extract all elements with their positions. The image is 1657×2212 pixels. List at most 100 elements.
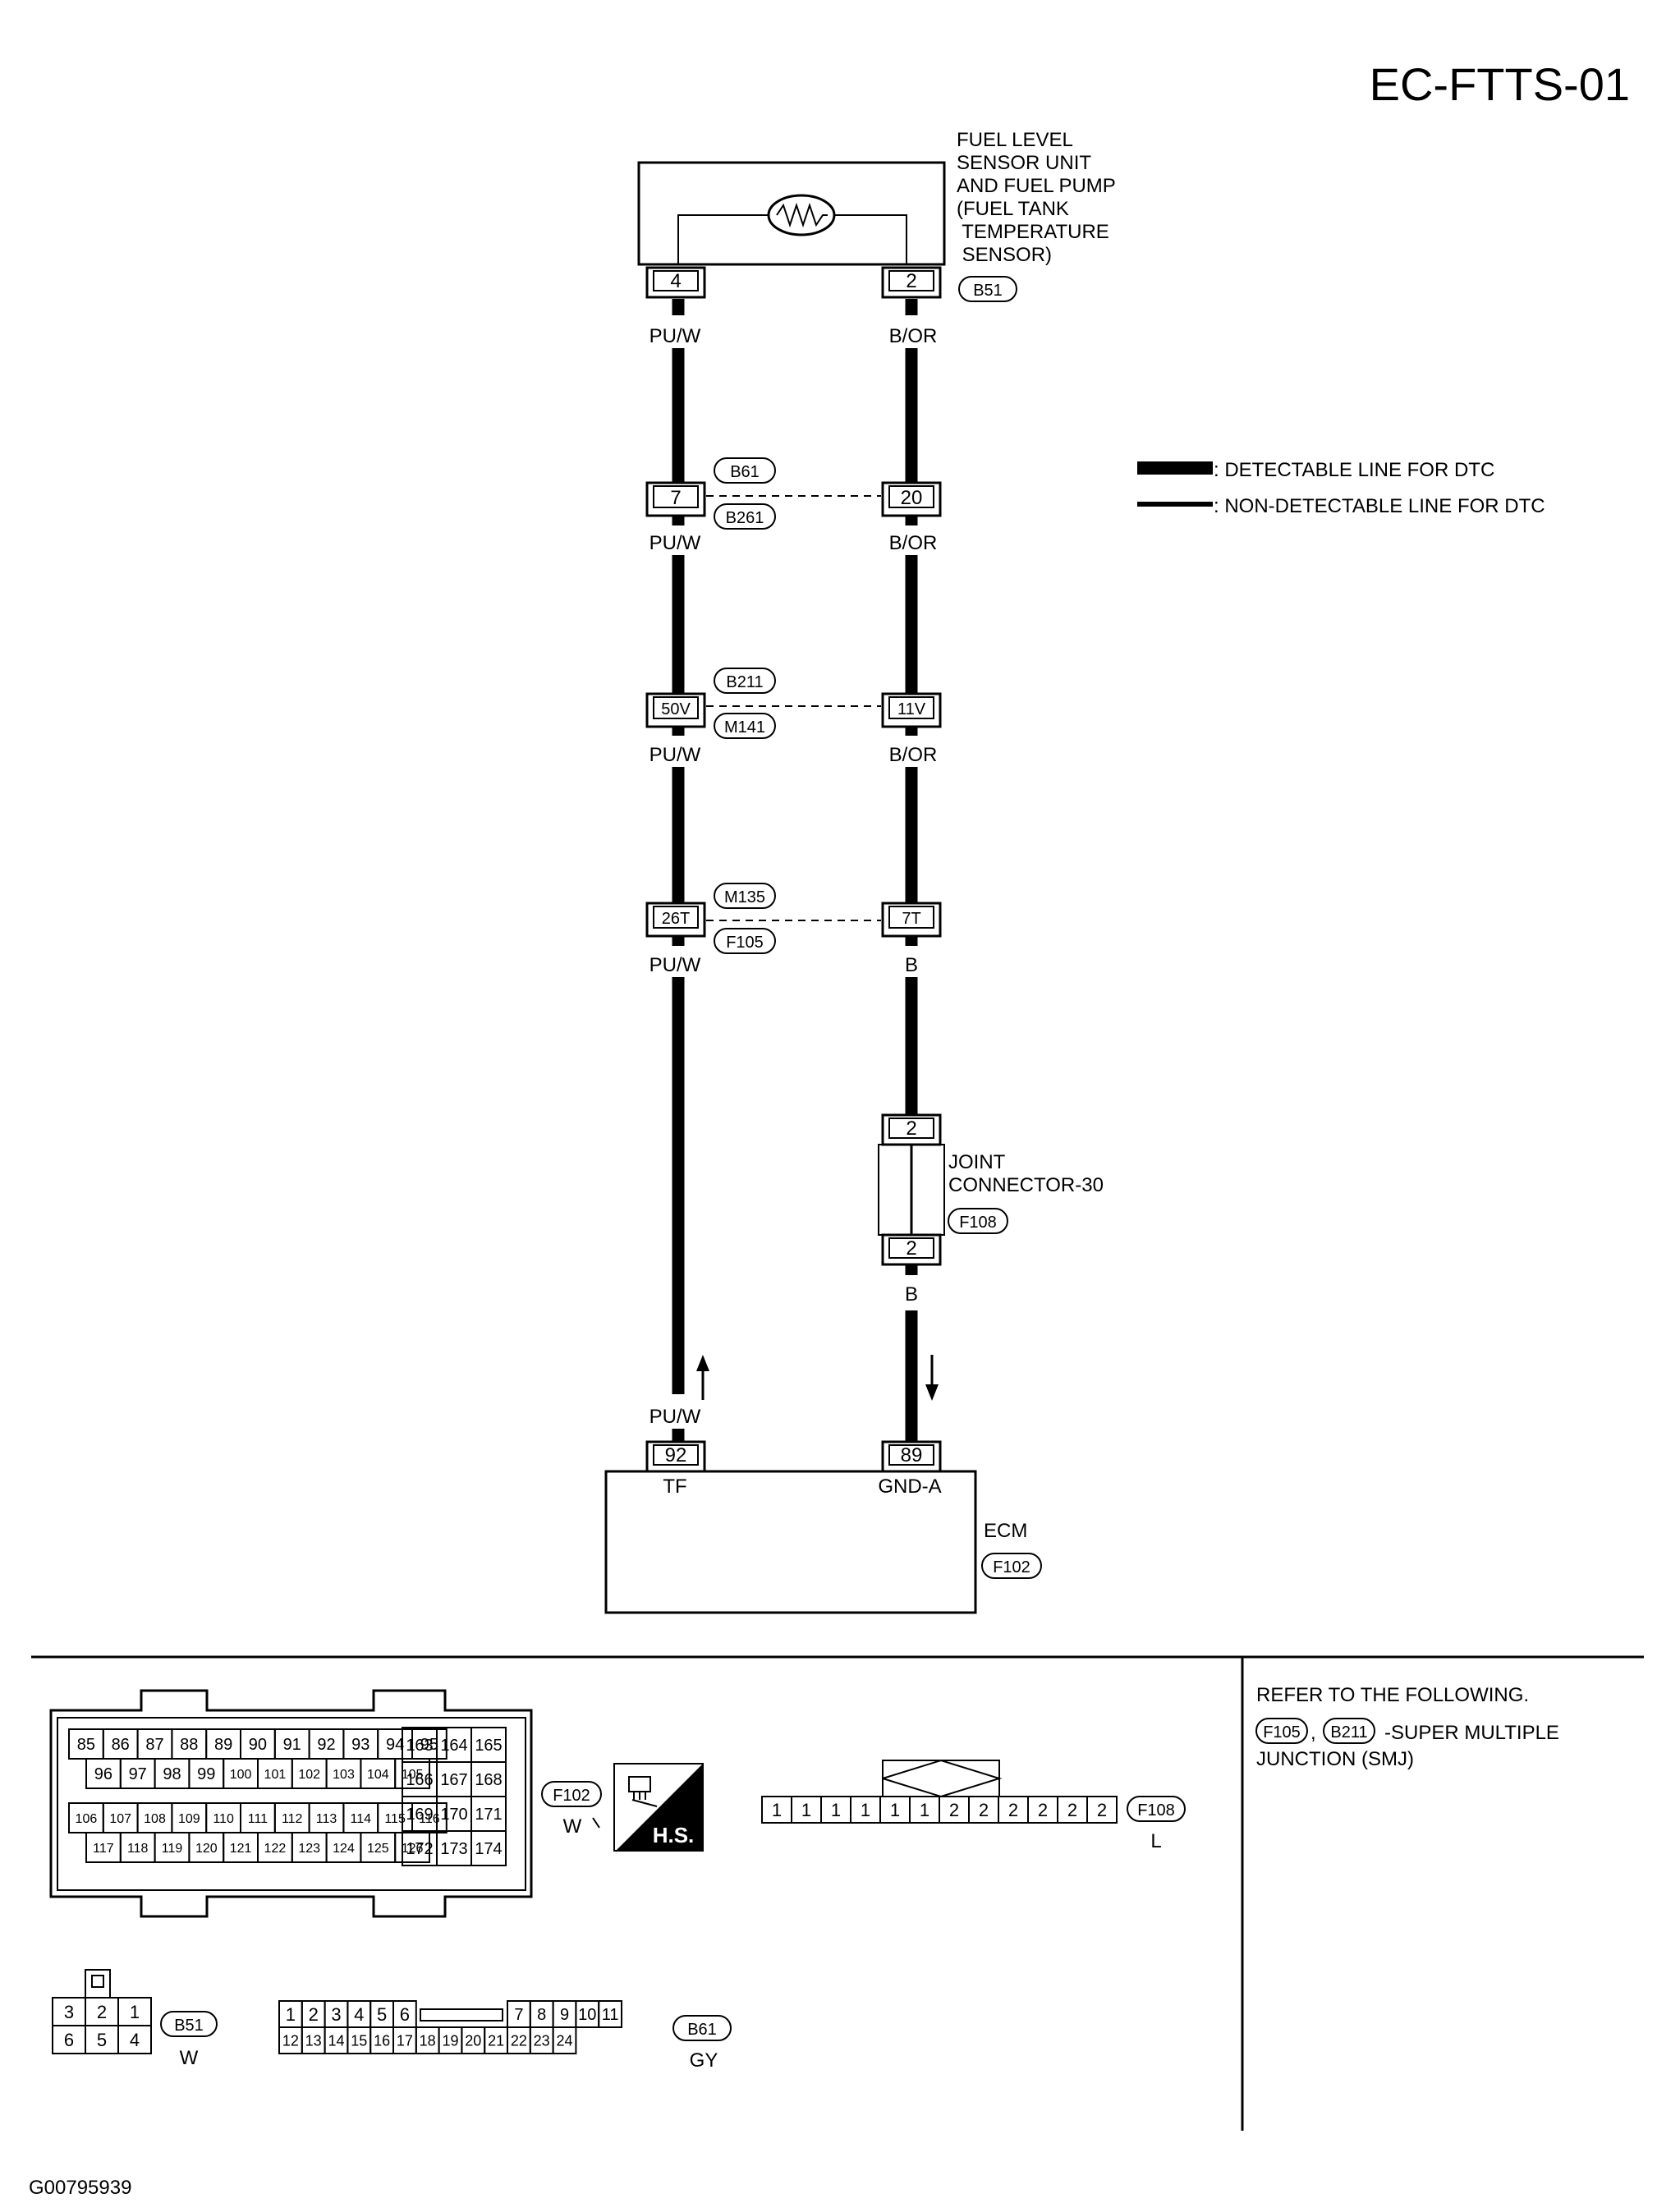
fuel-level-sensor-unit: FUEL LEVEL SENSOR UNIT AND FUEL PUMP (FU…	[637, 129, 1116, 302]
pin-number: 2	[1008, 1800, 1018, 1820]
sensor-label-2: SENSOR UNIT	[957, 152, 1091, 174]
pin-number: 89	[214, 1736, 232, 1754]
page-code: EC-FTTS-01	[1370, 58, 1630, 110]
connector-tag-b51-text: B51	[973, 282, 1003, 300]
junction2-right-pin: 11V	[897, 700, 926, 718]
f102-leader	[592, 1817, 600, 1829]
pin-number: 94	[386, 1736, 404, 1754]
thermistor-zigzag	[776, 202, 828, 228]
pin-number: 97	[129, 1765, 147, 1783]
legend-detectable-label: : DETECTABLE LINE FOR DTC	[1214, 459, 1494, 481]
pin-number: 119	[162, 1842, 183, 1856]
connector-tag-m135	[714, 883, 776, 909]
pin-number: 8	[537, 2006, 546, 2024]
connector-tag-b51	[958, 276, 1017, 302]
pin-number: 90	[249, 1736, 267, 1754]
connector-tag-f108-text: F108	[959, 1214, 997, 1232]
wire-color-left-ecm: PU/W	[649, 1406, 701, 1428]
ecm: 92 89 TF GND-A ECM F102	[604, 1440, 1042, 1614]
wire-color-left-1: PU/W	[649, 325, 701, 347]
ecm-label: ECM	[984, 1520, 1027, 1542]
junction3-left-inner	[653, 906, 699, 929]
pin-number: 15	[351, 2032, 367, 2049]
connector-tag-m135-text: M135	[724, 888, 765, 906]
wire-color-left-2: PU/W	[649, 532, 701, 554]
pin-number: 164	[440, 1737, 467, 1755]
pin-number: 23	[534, 2032, 550, 2049]
junction1-left-box	[645, 481, 706, 517]
junction2-right-inner	[888, 696, 934, 719]
legend-detectable-swatch	[1137, 461, 1213, 475]
b51-key	[85, 1969, 111, 1999]
pin-number: 1	[772, 1800, 782, 1820]
pin-number: 85	[77, 1736, 95, 1754]
refer-tag-b211-text: B211	[1330, 1723, 1367, 1742]
pin-number: 24	[556, 2032, 572, 2049]
pin-number: 106	[76, 1812, 98, 1826]
f108-face-color: L	[1150, 1830, 1161, 1852]
junction1-right-pin: 20	[901, 487, 923, 509]
pin-number: 3	[64, 2002, 74, 2022]
wire-color-right-4: B	[905, 954, 918, 976]
sensor-pin-4-box	[645, 266, 706, 299]
refer-tag-f105-text: F105	[1263, 1723, 1301, 1742]
sensor-pin-2: 2	[906, 270, 916, 292]
pin-number: 113	[316, 1812, 337, 1826]
pin-cell	[552, 2026, 577, 2054]
pin-number: 2	[1067, 1800, 1077, 1820]
pin-number: 1	[861, 1800, 870, 1820]
pin-number: 112	[282, 1812, 303, 1826]
hs-label: H.S.	[653, 1823, 695, 1847]
joint-label-1: JOINT	[948, 1151, 1006, 1173]
connector-tag-b261	[714, 503, 776, 530]
refer-title: REFER TO THE FOLLOWING.	[1256, 1684, 1529, 1706]
pin-number: 5	[97, 2030, 107, 2050]
pin-number: 91	[283, 1736, 301, 1754]
pin-cell	[1086, 1796, 1118, 1824]
pin-number: 170	[440, 1806, 467, 1824]
pin-number: 7	[514, 2006, 523, 2024]
ecm-terminal-tf: TF	[663, 1475, 686, 1498]
connector-tag-f105	[714, 928, 776, 954]
pin-number: 110	[213, 1812, 234, 1826]
ecm-pin-89-inner	[888, 1444, 934, 1466]
pin-number: 92	[317, 1736, 335, 1754]
pin-cell	[598, 2000, 623, 2028]
junction3-right-inner	[888, 906, 934, 929]
pin-number: 123	[298, 1842, 320, 1856]
ecm-pin-92-inner	[653, 1444, 699, 1466]
connector-tag-b211-text: B211	[726, 673, 763, 691]
junction3-right-pin: 7T	[902, 910, 920, 928]
pin-cell	[394, 1758, 431, 1789]
pin-number: 102	[298, 1768, 320, 1782]
legend-non-detectable-swatch	[1137, 502, 1213, 507]
connector-tag-b61-face	[672, 2015, 732, 2041]
refer-sep: ,	[1310, 1722, 1316, 1744]
wire-color-left-4: PU/W	[649, 954, 701, 976]
pin-number: 12	[282, 2032, 299, 2049]
junction3-left-pin: 26T	[662, 910, 690, 928]
pin-number: 2	[1038, 1800, 1048, 1820]
pin-number: 120	[195, 1842, 218, 1856]
sensor-body	[637, 161, 946, 266]
pin-number: 1	[890, 1800, 900, 1820]
b61-face-tag: B61	[687, 2021, 717, 2039]
sensor-pin-4-inner	[653, 270, 699, 291]
junction2-left-pin: 50V	[661, 700, 691, 718]
pin-number: 2	[97, 2002, 107, 2022]
pin-cell	[470, 1830, 507, 1866]
b61-key	[420, 2008, 503, 2022]
joint-bottom-pin-inner	[888, 1237, 934, 1259]
pin-number: 86	[112, 1736, 130, 1754]
junction-m135-f105: 26T 7T M135 F105	[645, 883, 942, 954]
left-wire: PU/W PU/W PU/W PU/W PU/W	[649, 299, 709, 1442]
junction-b211-m141: 50V 11V B211 M141	[645, 668, 942, 739]
pin-number: 87	[145, 1736, 163, 1754]
pin-number: 114	[351, 1812, 372, 1826]
connector-tag-b211	[714, 668, 776, 694]
pin-number: 6	[64, 2030, 74, 2050]
pin-number: 111	[248, 1812, 268, 1826]
